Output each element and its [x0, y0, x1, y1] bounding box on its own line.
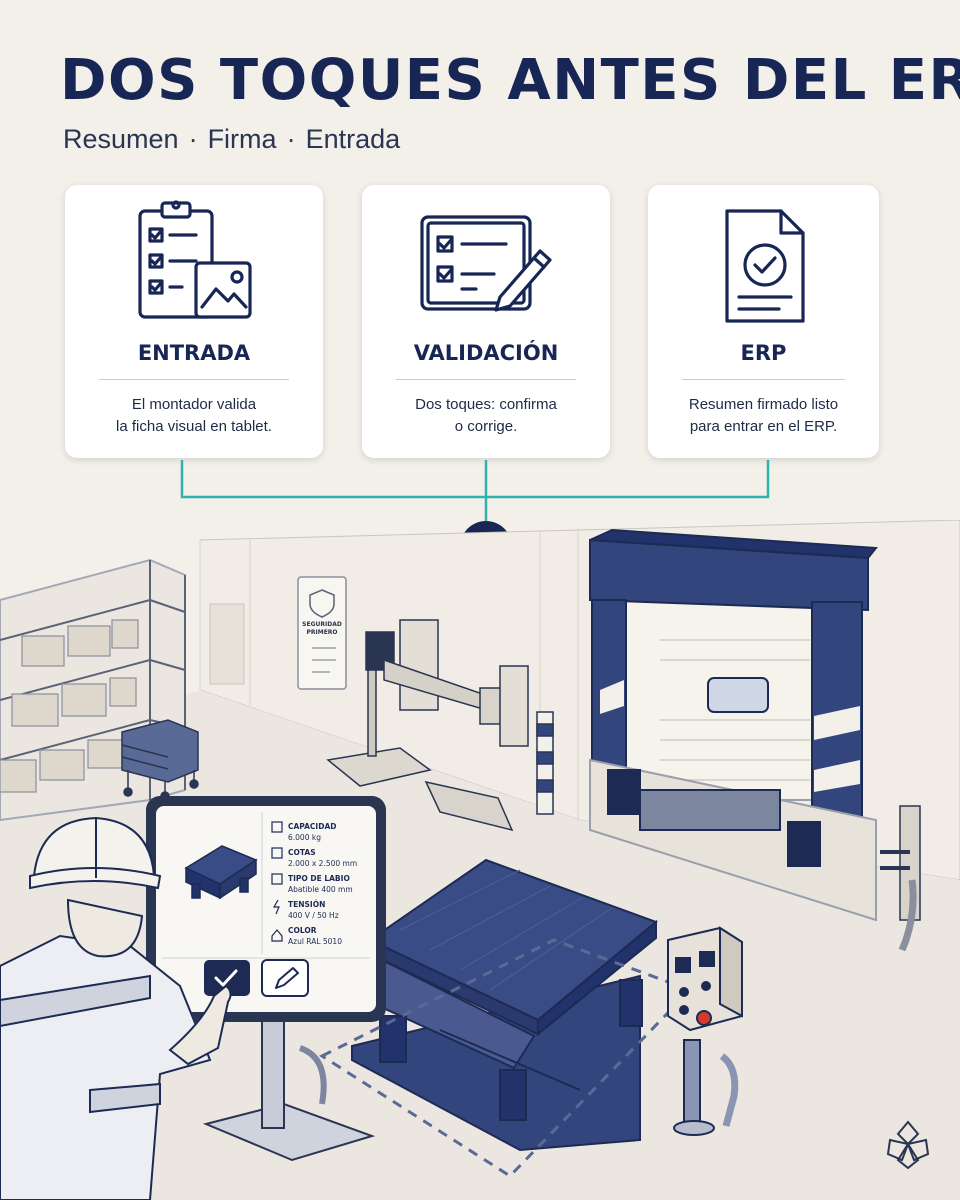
divider: [682, 379, 845, 380]
hydraulic-actuator: [326, 619, 529, 787]
description-line: la ficha visual en tablet.: [116, 418, 272, 435]
step-card-entrada: ENTRADA El montador valida la ficha visu…: [65, 185, 323, 458]
step-description: Resumen firmado listo para entrar en el …: [668, 394, 859, 438]
tablet-stand: [202, 999, 376, 1162]
wall-junction-box: [880, 805, 921, 952]
warehouse-illustration: SEGURIDAD PRIMERO: [0, 520, 960, 1200]
loading-dock-door: [589, 528, 878, 922]
spec-tension: TENSIÓN 400 V / 50 Hz: [272, 899, 339, 920]
separator-dot: ·: [286, 124, 296, 154]
spec-cotas: COTAS 2.000 x 2.500 mm: [271, 847, 357, 868]
worker: [0, 816, 232, 1200]
spec-label: COLOR: [288, 926, 317, 935]
brand-logo-icon: [886, 1120, 930, 1170]
spec-value: 6.000 kg: [288, 833, 321, 842]
check-icon: [214, 969, 238, 987]
spec-value: Azul RAL 5010: [288, 937, 342, 946]
spec-value: 2.000 x 2.500 mm: [288, 859, 357, 868]
tablet-confirm-button[interactable]: [204, 960, 250, 996]
dock-leveler: [342, 858, 658, 1152]
tool-cart: [121, 719, 199, 801]
flow-connector: [180, 460, 770, 573]
checklist-pencil-icon: [420, 215, 552, 312]
page-subtitle: Resumen · Firma · Entrada: [63, 124, 400, 155]
subtitle-step-3: Entrada: [305, 124, 401, 154]
leveler-thumbnail: [184, 845, 258, 900]
separator-dot: ·: [188, 124, 198, 154]
clipboard-photo-icon: [138, 200, 252, 319]
subtitle-step-2: Firma: [207, 124, 277, 154]
warehouse-shelving: [0, 558, 186, 822]
step-description: Dos toques: confirma o corrige.: [382, 394, 590, 438]
description-line: Dos toques: confirma: [415, 396, 557, 413]
spec-label: CAPACIDAD: [288, 822, 336, 831]
step-title: ERP: [740, 341, 787, 365]
spec-label: COTAS: [288, 848, 316, 857]
safety-sign: SEGURIDAD PRIMERO: [297, 576, 347, 690]
cable-conduit: [719, 1053, 739, 1127]
divider: [396, 379, 576, 380]
divider: [99, 379, 289, 380]
page-title: DOS TOQUES ANTES DEL ERP: [60, 48, 960, 113]
spec-value: Abatible 400 mm: [288, 885, 353, 894]
control-panel: [667, 926, 743, 1136]
sign-line-1: SEGURIDAD: [302, 621, 342, 628]
step-card-erp: ERP Resumen firmado listo para entrar en…: [648, 185, 879, 458]
step-title: ENTRADA: [137, 341, 251, 365]
spec-value: 400 V / 50 Hz: [288, 911, 339, 920]
description-line: El montador valida: [131, 396, 257, 413]
subtitle-step-1: Resumen: [63, 124, 179, 154]
tablet-edit-button[interactable]: [261, 959, 309, 997]
spec-tipo-de-labio: TIPO DE LABIO Abatible 400 mm: [271, 873, 353, 894]
spec-capacidad: CAPACIDAD 6.000 kg: [271, 821, 336, 842]
tablet: CAPACIDAD 6.000 kg COTAS 2.000 x 2.500 m…: [146, 796, 386, 1022]
step-card-validacion: VALIDACIÓN Dos toques: confirma o corrig…: [362, 185, 610, 458]
spec-color: COLOR Azul RAL 5010: [271, 926, 342, 946]
spec-label: TIPO DE LABIO: [288, 874, 350, 883]
description-line: para entrar en el ERP.: [689, 418, 838, 435]
step-description: El montador valida la ficha visual en ta…: [85, 394, 303, 438]
pencil-icon: [275, 967, 299, 989]
step-title: VALIDACIÓN: [413, 341, 559, 365]
spec-label: TENSIÓN: [288, 900, 325, 909]
description-line: Resumen firmado listo: [688, 396, 839, 413]
sign-line-2: PRIMERO: [306, 629, 337, 636]
signed-document-icon: [724, 209, 805, 323]
bollard: [424, 711, 554, 832]
description-line: o corrige.: [454, 418, 518, 435]
